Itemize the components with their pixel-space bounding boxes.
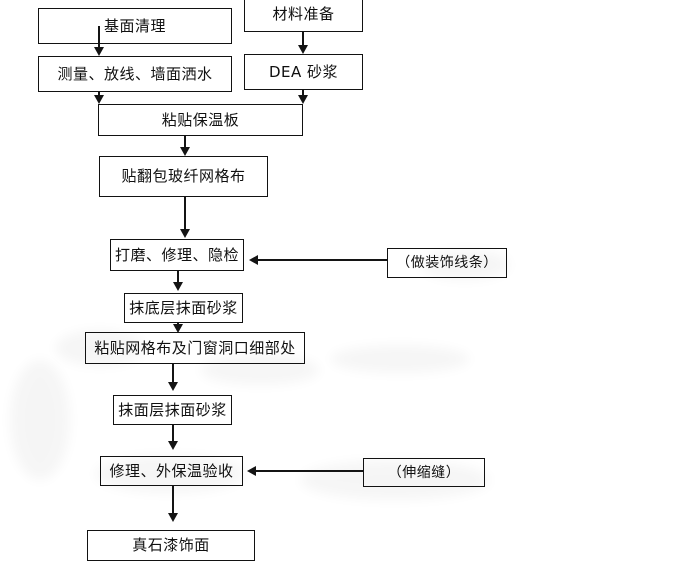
node-paste-insulation[interactable]: 粘贴保温板: [98, 104, 303, 136]
node-paste-mesh-details[interactable]: 粘贴网格布及门窗洞口细部处: [85, 332, 305, 364]
node-material-prep[interactable]: 材料准备: [244, 0, 363, 32]
arrow-n7-n9: [173, 282, 183, 291]
edge-n3-n5: [98, 92, 100, 97]
node-stone-paint-finish[interactable]: 真石漆饰面: [87, 530, 255, 561]
node-surface-mortar[interactable]: 抹面层抹面砂浆: [113, 395, 232, 425]
edge-n13-n12: [255, 470, 363, 472]
node-decorative-lines[interactable]: （做装饰线条）: [387, 248, 507, 278]
edge-n11-n12: [172, 425, 174, 445]
arrow-n11-n12: [168, 441, 178, 450]
arrow-n8-n7: [249, 255, 258, 265]
arrow-n12-n14: [168, 513, 178, 522]
node-base-cleaning[interactable]: 基面清理: [38, 8, 232, 44]
edge-n1-n3: [98, 26, 100, 49]
arrow-n3-n5: [94, 95, 104, 104]
edge-n2-n4: [302, 32, 304, 47]
node-expansion-joint[interactable]: （伸缩缝）: [363, 458, 485, 487]
scan-smudge: [330, 345, 470, 373]
arrow-n1-n3: [94, 47, 104, 56]
arrow-n5-n6: [180, 147, 190, 156]
edge-n10-n11: [172, 364, 174, 384]
arrow-n2-n4: [298, 45, 308, 54]
arrow-n6-n7: [180, 229, 190, 238]
edge-n7-n9: [177, 271, 179, 283]
node-dea-mortar[interactable]: DEA 砂浆: [244, 54, 363, 90]
node-grind-repair-check[interactable]: 打磨、修理、隐检: [110, 239, 244, 271]
edge-n12-n14: [172, 486, 174, 516]
edge-n6-n7: [184, 197, 186, 231]
scan-smudge: [10, 360, 70, 480]
node-wrap-mesh-cloth[interactable]: 贴翻包玻纤网格布: [99, 156, 268, 197]
node-repair-acceptance[interactable]: 修理、外保温验收: [100, 456, 243, 486]
node-base-mortar[interactable]: 抹底层抹面砂浆: [124, 293, 243, 323]
node-measure-line-water[interactable]: 测量、放线、墙面洒水: [38, 56, 232, 92]
arrow-n13-n12: [247, 466, 256, 476]
edge-n4-n5: [302, 90, 304, 97]
arrow-n4-n5: [298, 95, 308, 104]
edge-n8-n7: [256, 259, 387, 261]
edge-n5-n6: [184, 136, 186, 150]
arrow-n10-n11: [168, 382, 178, 391]
arrow-n9-n10: [173, 324, 183, 333]
